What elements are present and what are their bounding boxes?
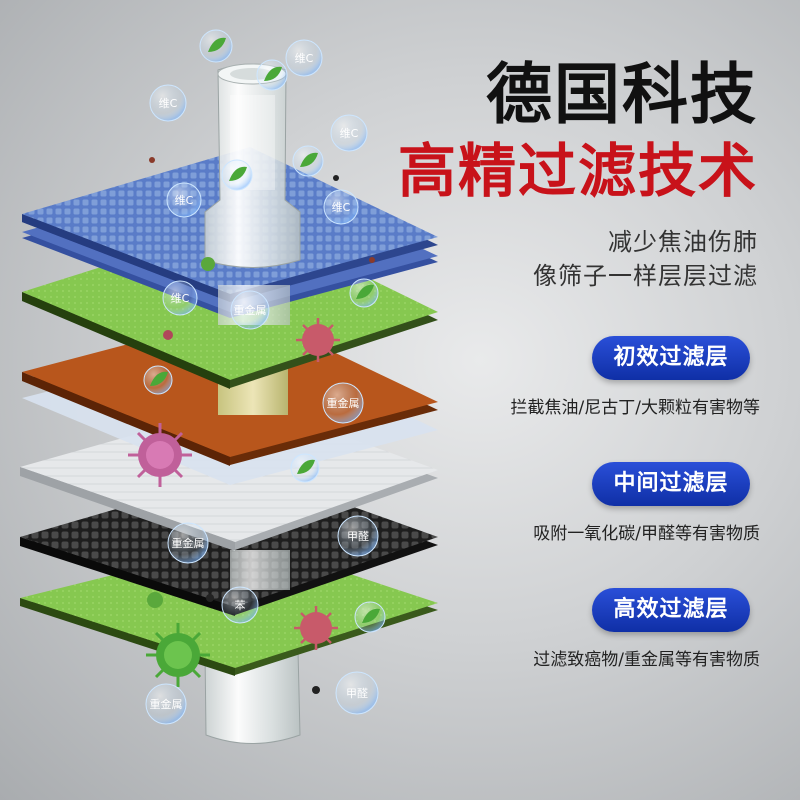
bubble-icon: 维C — [149, 84, 187, 122]
bubble-icon: 甲醛 — [337, 515, 379, 557]
layer-label-primary: 初效过滤层 — [592, 336, 750, 380]
virus-icon — [296, 318, 340, 362]
bubble-icon: 维C — [166, 182, 202, 218]
leaf-icon — [221, 159, 253, 191]
headline-line2: 高精过滤技术 — [397, 137, 758, 205]
bubble-icon: 重金属 — [167, 522, 209, 564]
svg-text:重金属: 重金属 — [150, 697, 183, 711]
layer-label-high: 高效过滤层 — [592, 588, 750, 632]
bubble-icon: 重金属 — [322, 382, 364, 424]
virus-icon — [128, 423, 192, 487]
leaf-icon — [143, 365, 173, 395]
bubble-icon: 重金属 — [145, 683, 187, 725]
leaf-icon — [256, 59, 288, 91]
bubble-icon: 维C — [323, 189, 359, 225]
svg-text:重金属: 重金属 — [327, 396, 360, 410]
svg-text:维C: 维C — [171, 292, 190, 305]
bubble-icon: 维C — [162, 280, 198, 316]
svg-text:重金属: 重金属 — [172, 536, 205, 550]
svg-text:苯: 苯 — [235, 598, 246, 612]
layer-desc-primary: 拦截焦油/尼古丁/大颗粒有害物等 — [510, 398, 760, 418]
svg-text:维C: 维C — [295, 52, 314, 65]
bubble-icon: 维C — [330, 114, 368, 152]
svg-text:维C: 维C — [159, 97, 178, 110]
layer-label-middle: 中间过滤层 — [592, 462, 750, 506]
headline-line1: 德国科技 — [486, 56, 758, 133]
bubble-icon: 甲醛 — [335, 671, 379, 715]
bubble-icon: 维C — [285, 39, 323, 77]
svg-text:维C: 维C — [175, 194, 194, 207]
svg-text:重金属: 重金属 — [234, 303, 267, 317]
leaf-icon — [292, 145, 324, 177]
leaf-icon — [199, 29, 233, 63]
bubble-icon: 苯 — [221, 586, 259, 624]
virus-icon — [146, 623, 210, 687]
leaf-icon — [354, 601, 386, 633]
svg-text:甲醛: 甲醛 — [347, 529, 369, 543]
svg-text:维C: 维C — [332, 201, 351, 214]
layer-desc-middle: 吸附一氧化碳/甲醛等有害物质 — [533, 524, 760, 544]
bubble-icon: 重金属 — [230, 290, 270, 330]
subtitle-line1: 减少焦油伤肺 — [608, 228, 758, 256]
virus-icon — [294, 606, 338, 650]
leaf-icon — [349, 278, 379, 308]
subtitle-line2: 像筛子一样层层过滤 — [533, 262, 758, 290]
leaf-icon — [290, 453, 320, 483]
svg-text:甲醛: 甲醛 — [346, 686, 368, 700]
svg-text:维C: 维C — [340, 127, 359, 140]
layer-desc-high: 过滤致癌物/重金属等有害物质 — [533, 650, 760, 670]
